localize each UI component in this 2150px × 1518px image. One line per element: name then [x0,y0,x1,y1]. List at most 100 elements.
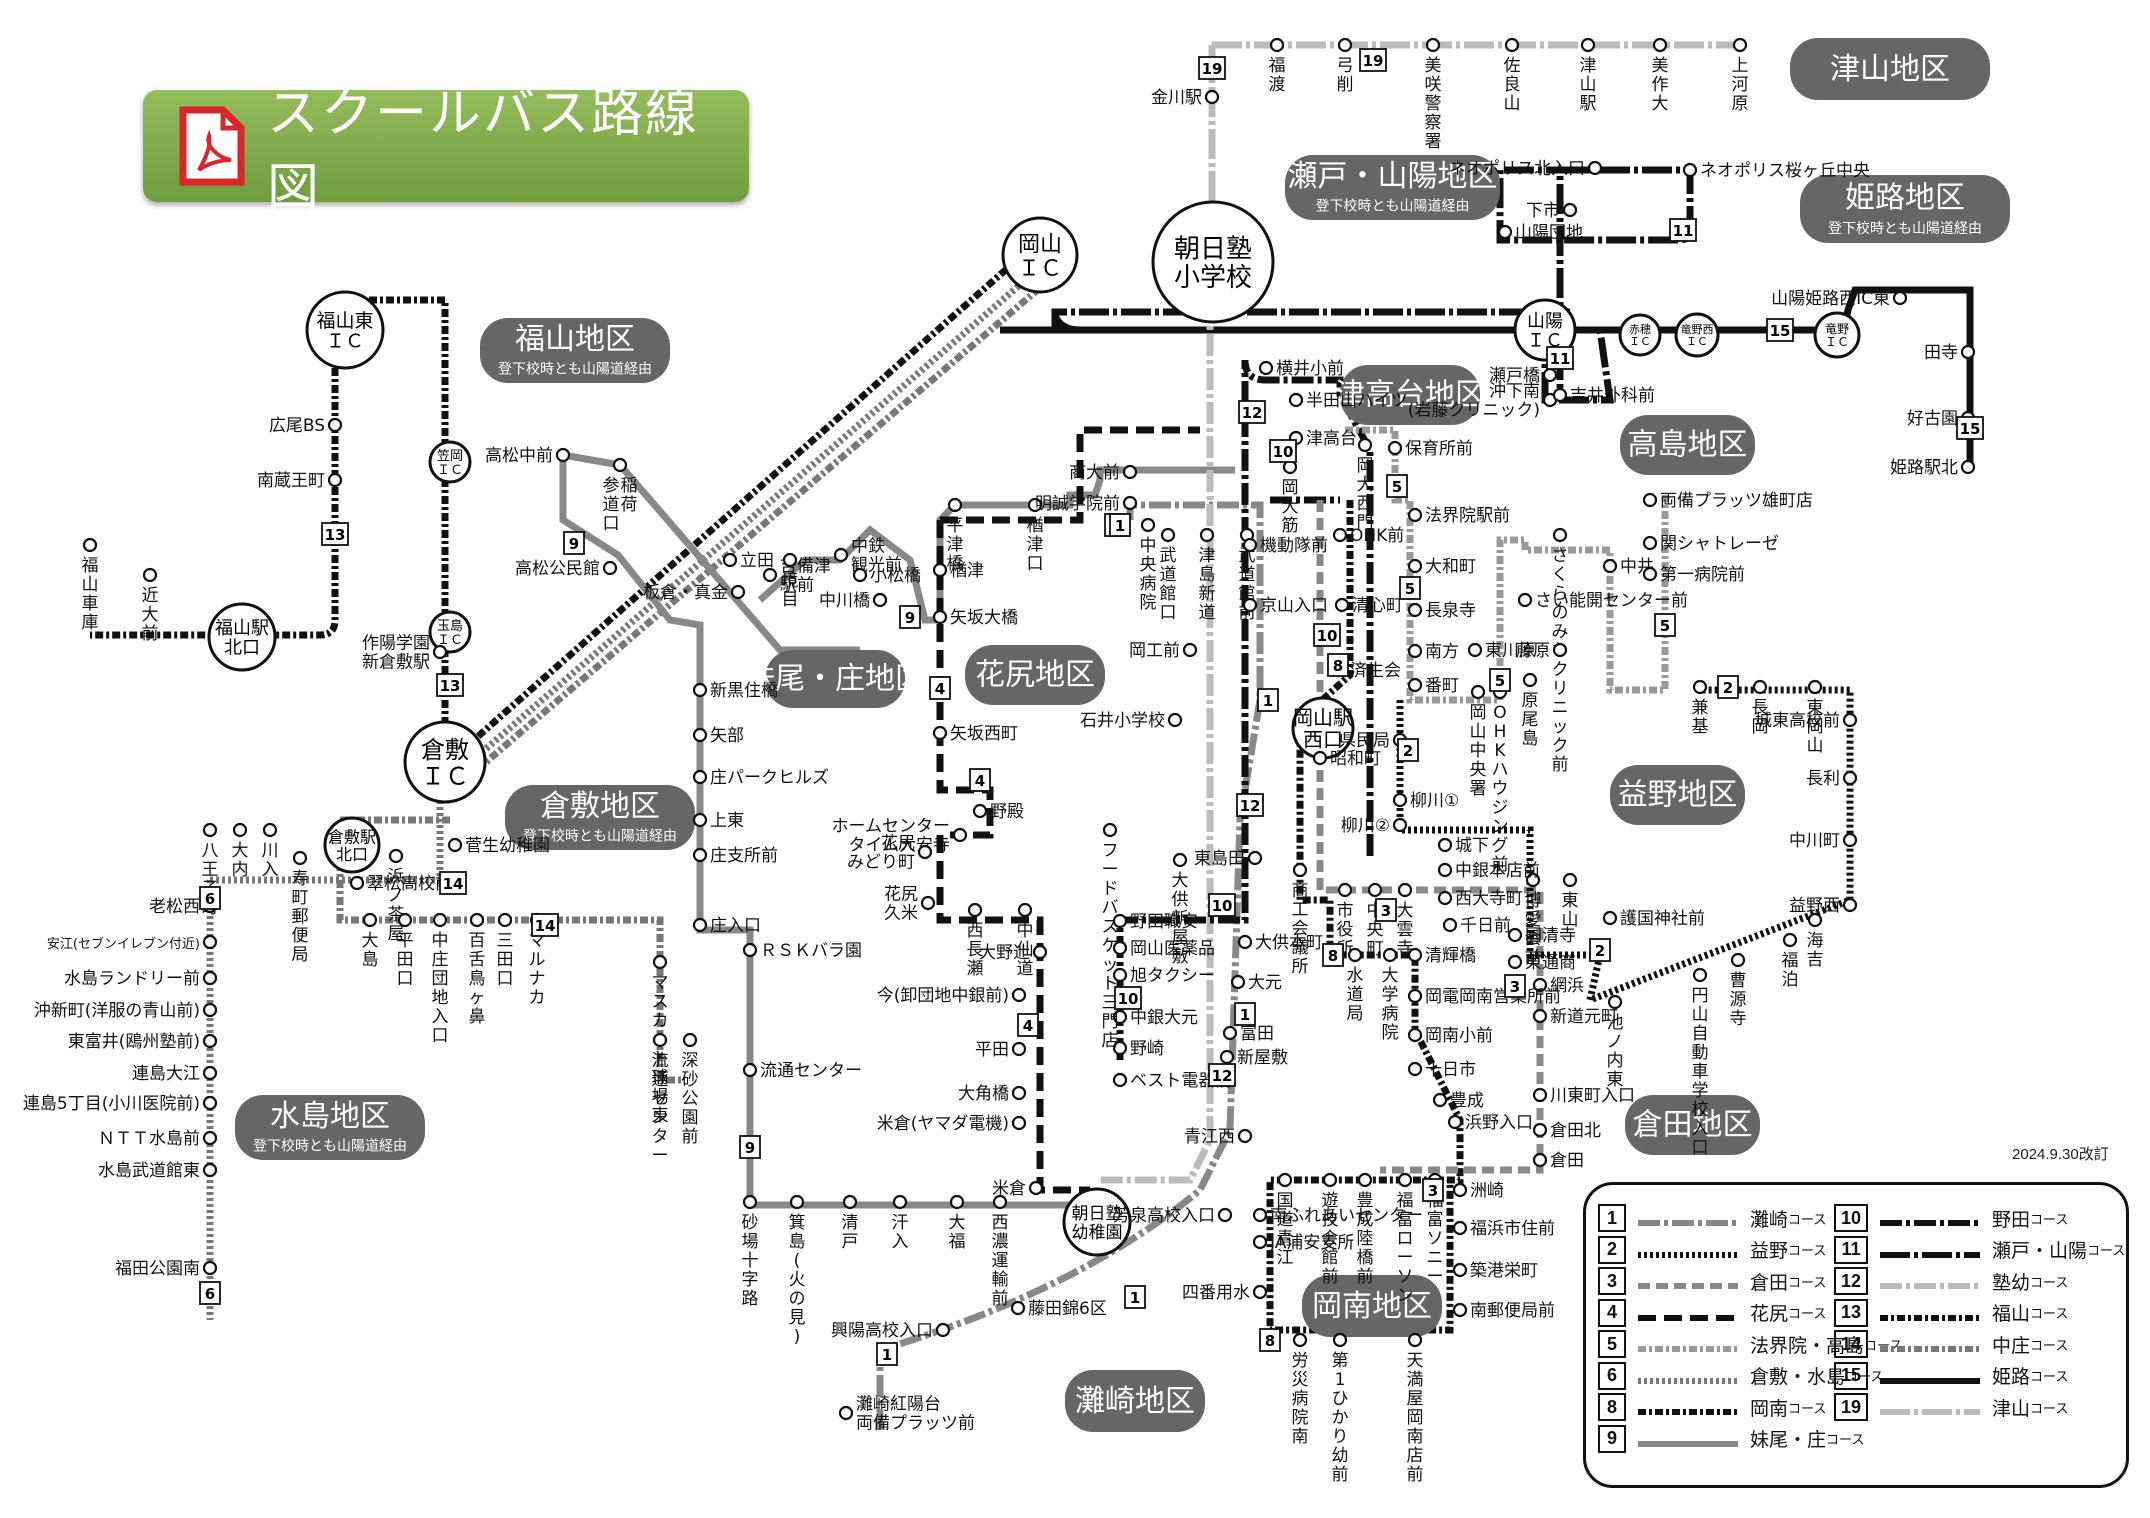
stop-marker[interactable] [202,1033,218,1049]
stop[interactable]: 商大前 [1069,463,1138,483]
stop[interactable]: 米倉 [992,1179,1044,1199]
stop[interactable]: 平田 [975,1040,1027,1060]
stop-marker[interactable] [202,1002,218,1018]
stop-marker[interactable] [202,1260,218,1276]
stop-marker[interactable] [1407,643,1423,659]
stop[interactable]: 倉田 [1532,1151,1584,1171]
stop[interactable]: 城東高校前 [1755,711,1858,731]
stop-marker[interactable] [202,1162,218,1178]
stop-marker[interactable] [789,1194,805,1210]
stop-marker[interactable] [1960,459,1976,475]
stop[interactable]: 山陽団地 [1497,223,1583,243]
stop-marker[interactable] [1552,527,1568,543]
stop[interactable]: 曹源寺 [1730,952,1747,1029]
stop[interactable]: 法界院駅前 [1407,506,1510,526]
stop-marker[interactable] [742,942,758,958]
stop-marker[interactable] [1452,1220,1468,1236]
stop[interactable]: 東島田 [1194,849,1263,869]
stop[interactable]: 新屋敷 [1219,1048,1288,1068]
stop[interactable]: 益野西 [1789,896,1858,916]
stop[interactable]: 川東町入口 [1532,1086,1635,1106]
stop-marker[interactable] [1407,602,1423,618]
stop[interactable]: 水道局 [1347,947,1364,1024]
stop-marker[interactable] [1252,1284,1268,1300]
stop-marker[interactable] [602,560,618,576]
stop-marker[interactable] [1407,988,1423,1004]
stop-marker[interactable] [1160,527,1176,543]
stop-marker[interactable] [1382,947,1398,963]
stop[interactable]: 石井小学校 [1080,711,1183,731]
stop[interactable]: 津高台 [1288,429,1357,449]
stop-marker[interactable] [1112,967,1128,983]
stop-marker[interactable] [1507,954,1523,970]
stop[interactable]: 藤田錦6区 [1010,1299,1107,1319]
stop[interactable]: 楢津 [932,561,984,581]
stop-marker[interactable] [1140,517,1156,533]
stop[interactable]: 洲崎 [1452,1181,1504,1201]
stop[interactable]: 箕島(火の見) [789,1194,806,1347]
stop[interactable]: 菅生幼稚園 [447,836,550,856]
stop-marker[interactable] [469,912,485,928]
stop[interactable]: 東山 [1562,872,1579,930]
stop-marker[interactable] [1442,917,1458,933]
stop[interactable]: 西大寺町 [1437,889,1523,909]
stop-marker[interactable] [1587,160,1603,176]
stop-marker[interactable] [1112,1040,1128,1056]
stop[interactable]: 十日市 [1407,1060,1476,1080]
stop[interactable]: 福浜市住前 [1452,1219,1555,1239]
stop[interactable]: 流通センター [652,1032,669,1166]
stop[interactable]: ＮＴＴ水島前 [98,1129,218,1149]
stop[interactable]: 新道元町 [1532,1007,1618,1027]
stop[interactable]: 長岡 [1752,679,1769,737]
stop[interactable]: 矢坂大橋 [932,608,1018,628]
stop-marker[interactable] [652,954,668,970]
stop[interactable]: 大福 [949,1194,966,1252]
stop[interactable]: 岡工前 [1129,641,1198,661]
stop-marker[interactable] [1447,1114,1463,1130]
stop-marker[interactable] [1407,1332,1423,1348]
stop[interactable]: 護国神社前 [1602,909,1705,929]
stop[interactable]: 平津橋 [947,497,964,574]
stop-marker[interactable] [1542,367,1558,383]
stop-marker[interactable] [1392,817,1408,833]
stop-marker[interactable] [742,1194,758,1210]
stop-marker[interactable] [1292,862,1308,878]
stop-marker[interactable] [1397,882,1413,898]
stop-marker[interactable] [1642,566,1658,582]
stop-marker[interactable] [1347,947,1363,963]
stop[interactable]: 東富井(鴎州塾前) [68,1031,218,1052]
stop-marker[interactable] [1807,912,1823,928]
stop[interactable]: 庄パークヒルズ [692,768,829,788]
stop[interactable]: 青江西 [1184,1127,1253,1147]
stop[interactable]: 小松橋 [852,566,921,586]
stop[interactable]: さい能開センター前 [1517,591,1688,611]
stop-marker[interactable] [1367,882,1383,898]
stop-marker[interactable] [1011,1041,1027,1057]
stop[interactable]: 安江(セブンイレブン付近) [47,934,218,952]
stop[interactable]: ネオポリス桜ヶ丘中央 [1682,161,1870,181]
stop[interactable]: 瀬戸橋 [1489,366,1558,386]
stop-marker[interactable] [1407,507,1423,523]
stop[interactable]: ベスト電器前 [1112,1071,1232,1091]
stop-marker[interactable] [1357,1172,1373,1188]
stop-marker[interactable] [1322,1172,1338,1188]
stop[interactable]: 境目 [782,552,799,610]
stop[interactable]: 清戸 [842,1194,859,1252]
stop[interactable]: 京山入口 [1242,596,1328,616]
stop[interactable]: 庄支所前 [692,846,778,866]
stop[interactable]: OHK前 [1332,526,1404,546]
stop-marker[interactable] [1525,872,1541,888]
stop[interactable]: 築港栄町 [1452,1261,1538,1281]
